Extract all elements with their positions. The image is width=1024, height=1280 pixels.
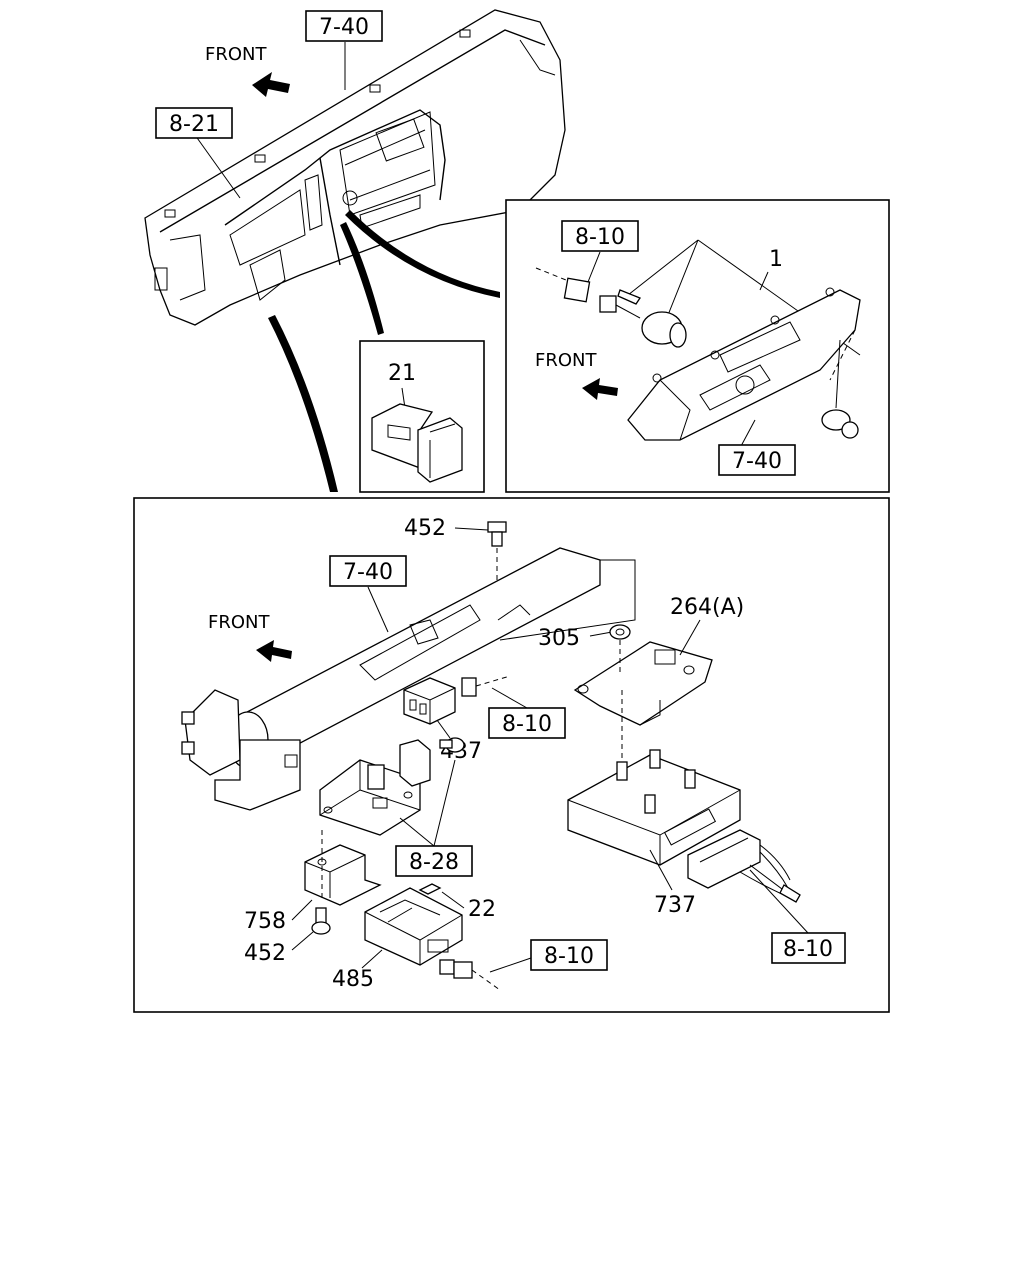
part-21-label: 21 <box>388 361 416 386</box>
front-label-top: FRONT <box>205 44 267 65</box>
leader-810-lower <box>489 957 532 973</box>
leader-452-top <box>454 527 489 531</box>
leader-1 <box>627 239 861 356</box>
ref-810-mid: 8-10 <box>502 712 552 737</box>
leader-485 <box>361 949 383 969</box>
ref-740-right: 7-40 <box>732 449 782 474</box>
bolt-452-top <box>487 521 507 547</box>
part-737-label: 737 <box>654 893 696 918</box>
front-arrow-right <box>582 378 618 400</box>
wire-harness <box>687 829 801 903</box>
front-arrow-bottom <box>256 640 292 662</box>
ref-box-740-top <box>305 10 383 42</box>
part-264a-label: 264(A) <box>670 595 744 620</box>
ref-box-740-right <box>718 444 796 476</box>
ref-810-lower: 8-10 <box>544 944 594 969</box>
ref-828: 8-28 <box>409 850 459 875</box>
leader-828 <box>399 759 456 847</box>
part-22-label: 22 <box>468 897 496 922</box>
fuse-block-437 <box>403 677 456 725</box>
ref-821: 8-21 <box>169 112 219 137</box>
ref-740-bottom: 7-40 <box>343 560 393 585</box>
part-1-label: 1 <box>769 247 783 272</box>
ref-box-810-harness <box>771 932 846 964</box>
ref-box-828 <box>395 845 473 877</box>
connector-810-lower <box>439 959 501 991</box>
leader-264a <box>679 619 701 656</box>
ref-810-harness: 8-10 <box>783 937 833 962</box>
leader-22 <box>441 891 465 909</box>
ref-box-810-right <box>561 220 639 252</box>
bolt-828 <box>439 737 465 753</box>
ref-740-top: 7-40 <box>319 15 369 40</box>
dashboard-overview <box>144 9 566 492</box>
module-485 <box>364 887 463 966</box>
front-label-right: FRONT <box>535 350 597 371</box>
leader-740-right <box>739 419 756 449</box>
leader-758 <box>291 899 313 921</box>
leader-810-right <box>587 251 601 283</box>
part-452-top-label: 452 <box>404 516 446 541</box>
relay-bracket <box>319 739 431 836</box>
leader-452-bottom <box>291 931 314 951</box>
part-305-label: 305 <box>538 626 580 651</box>
bracket-264a <box>573 641 713 726</box>
part-758-label: 758 <box>244 909 286 934</box>
bolt-452-bottom <box>311 907 331 935</box>
leader-437 <box>436 719 451 739</box>
part-485-label: 485 <box>332 967 374 992</box>
cross-member-beam <box>181 547 636 811</box>
bracket-758 <box>304 844 382 906</box>
leader-810-mid <box>491 687 528 709</box>
switch-panel-1 <box>535 267 861 441</box>
connector-810-mid <box>461 675 511 697</box>
leader-740-bottom <box>367 586 389 633</box>
ref-810-right: 8-10 <box>575 225 625 250</box>
ref-box-810-mid <box>488 707 566 739</box>
ref-box-810-lower <box>530 939 608 971</box>
leader-810-harness <box>749 869 809 934</box>
part-452-bottom-label: 452 <box>244 941 286 966</box>
front-label-bottom: FRONT <box>208 612 270 633</box>
leader-737 <box>649 849 673 891</box>
switch-21 <box>371 403 463 483</box>
clip-22 <box>418 883 442 895</box>
ref-box-821 <box>155 107 233 139</box>
ref-box-740-bottom <box>329 555 407 587</box>
nut-305 <box>609 624 631 640</box>
control-unit-737 <box>567 749 741 866</box>
leader-305 <box>589 631 613 637</box>
leader-821 <box>194 134 241 199</box>
